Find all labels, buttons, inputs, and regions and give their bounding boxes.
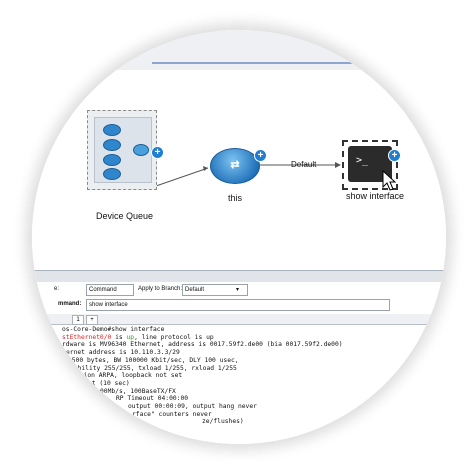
queue-disc-icon — [103, 124, 121, 136]
interface-name: stEthernet0/0 — [62, 333, 112, 341]
status-up: up — [126, 333, 135, 341]
edge-queue-to-this — [155, 167, 209, 187]
console-line: iability 255/255, txload 1/255, rxload 1… — [70, 364, 237, 372]
device-queue-node[interactable] — [87, 110, 157, 190]
edge-show-arrowhead — [335, 162, 341, 168]
command-row: mmand: show interface — [32, 299, 446, 311]
panel-header-bar — [32, 270, 446, 282]
router-arrows-icon: ⇄ — [230, 159, 240, 171]
console-line: 00Mb/s, 100BaseTX/FX — [100, 387, 176, 395]
mouse-cursor-icon — [382, 170, 396, 191]
console-text: is — [111, 333, 127, 341]
console-line: output 00:00:09, output hang never — [128, 403, 257, 411]
this-add-icon[interactable]: + — [254, 149, 267, 162]
console-line: 1500 bytes, BW 100000 Kbit/sec, DLY 100 … — [68, 356, 239, 364]
console-line: rdware is MV96340 Ethernet, address is 0… — [62, 341, 343, 349]
edge-default-label[interactable]: Default — [291, 160, 317, 169]
device-queue-label: Device Queue — [96, 211, 154, 221]
properties-panel: e: Command Apply to Branch: Default ▾ mm… — [32, 270, 446, 444]
console-line: et (10 sec) — [88, 379, 130, 387]
terminal-prompt-icon: >_ — [356, 155, 369, 166]
branch-label: Apply to Branch: — [138, 286, 183, 292]
console-line: stEthernet0/0 is up, line protocol is up — [62, 334, 422, 342]
console-text: , line protocol is up — [134, 333, 214, 341]
device-queue-add-icon[interactable]: + — [151, 146, 164, 159]
edge-layer — [155, 162, 341, 187]
name-label: e: — [54, 286, 60, 292]
console-tabs: 1 + — [32, 314, 446, 325]
this-node-label: this — [228, 193, 243, 203]
window-top-area — [32, 30, 446, 70]
console-line: RP Timeout 04:00:00 — [116, 395, 189, 403]
console-line: os-Core-Demo#show interface — [62, 326, 165, 333]
console-line: ernet address is 10.110.3.3/29 — [66, 349, 180, 357]
command-field[interactable]: show interface — [86, 299, 390, 311]
show-interface-label: show interface — [346, 191, 405, 201]
queue-target-icon — [133, 144, 149, 156]
queue-disc-icon — [103, 154, 121, 166]
chevron-down-icon[interactable]: ▾ — [236, 287, 240, 293]
queue-disc-icon — [103, 139, 121, 151]
tab-add[interactable]: + — [86, 315, 98, 325]
name-row: e: Command Apply to Branch: Default ▾ — [32, 284, 446, 296]
show-interface-add-icon[interactable]: + — [388, 149, 401, 162]
console-line: ation ARPA, loopback not set — [76, 372, 183, 380]
queue-stack-icon — [94, 117, 152, 183]
screenshot-circle: + Device Queue ⇄ + this Default >_ + sho… — [32, 30, 446, 444]
edge-queue-arrowhead — [203, 166, 208, 171]
branch-select[interactable]: Default — [182, 284, 248, 296]
router-icon[interactable]: ⇄ — [210, 148, 260, 184]
command-label: mmand: — [58, 301, 82, 307]
tab-1[interactable]: 1 — [72, 315, 84, 325]
queue-disc-icon — [103, 168, 121, 180]
selection-line — [152, 62, 446, 64]
console-line: rface" counters never — [132, 410, 212, 418]
console-line: ze/flushes) — [202, 418, 244, 426]
name-field[interactable]: Command — [86, 284, 134, 296]
